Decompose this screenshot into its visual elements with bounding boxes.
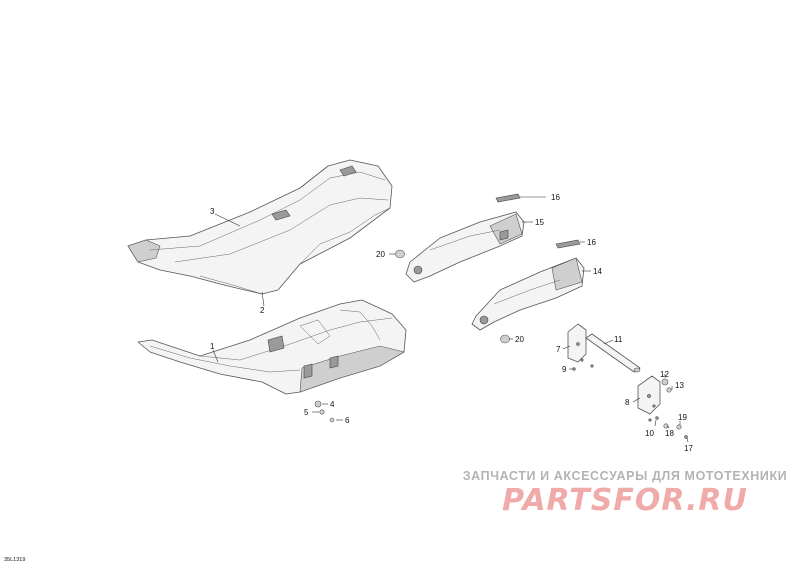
seat-part [127, 159, 393, 295]
seat-base-part [137, 299, 407, 395]
callout-10: 10 [645, 429, 654, 438]
nut-19 [676, 424, 682, 430]
callout-15: 15 [535, 218, 544, 227]
watermark-caption: ЗАПЧАСТИ И АКСЕССУАРЫ ДЛЯ МОТОТЕХНИКИ [462, 469, 788, 483]
bracket-part [567, 323, 594, 368]
grommet-upper [395, 249, 405, 259]
washer-18 [663, 423, 669, 429]
callout-20-upper: 20 [376, 250, 385, 259]
callout-1: 1 [210, 342, 215, 351]
grommet-lower [500, 334, 510, 344]
trim-strip-lower [555, 239, 581, 249]
watermark-logo: PARTSFOR.RU [502, 483, 748, 518]
hardware [314, 367, 688, 439]
callout-19: 19 [678, 413, 687, 422]
watermark: ЗАПЧАСТИ И АКСЕССУАРЫ ДЛЯ МОТОТЕХНИКИ PA… [460, 469, 790, 519]
callout-2: 2 [260, 306, 265, 315]
callout-12: 12 [660, 370, 669, 379]
diagram-code: 35L1319 [4, 557, 25, 563]
callouts: 3 2 1 4 5 6 16 15 16 14 20 20 7 11 9 8 1… [210, 193, 693, 453]
callout-16-lower: 16 [587, 238, 596, 247]
callout-8: 8 [625, 398, 630, 407]
lower-bracket-part [637, 375, 661, 422]
rod-part [585, 333, 641, 373]
callout-14: 14 [593, 267, 602, 276]
side-panel-lower-part [471, 257, 585, 331]
nut-4 [314, 400, 322, 408]
leader-lines [212, 196, 689, 443]
callout-3: 3 [210, 207, 215, 216]
side-panel-upper-part [405, 211, 525, 283]
washer-5 [319, 409, 325, 415]
callout-20-lower: 20 [515, 335, 524, 344]
callout-5: 5 [304, 408, 309, 417]
washer-12 [661, 378, 669, 386]
callout-13: 13 [675, 381, 684, 390]
screw-9 [572, 367, 576, 371]
callout-17: 17 [684, 444, 693, 453]
callout-16-upper: 16 [551, 193, 560, 202]
nut-13 [666, 387, 672, 393]
trim-strip-upper [495, 193, 521, 203]
callout-7: 7 [556, 345, 561, 354]
screw-17 [684, 435, 688, 439]
callout-11: 11 [614, 335, 623, 344]
trim-strips [495, 193, 581, 249]
callout-18: 18 [665, 429, 674, 438]
callout-6: 6 [345, 416, 350, 425]
screw-6 [329, 417, 335, 423]
screw-10 [655, 416, 659, 420]
callout-9: 9 [562, 365, 567, 374]
callout-4: 4 [330, 400, 335, 409]
